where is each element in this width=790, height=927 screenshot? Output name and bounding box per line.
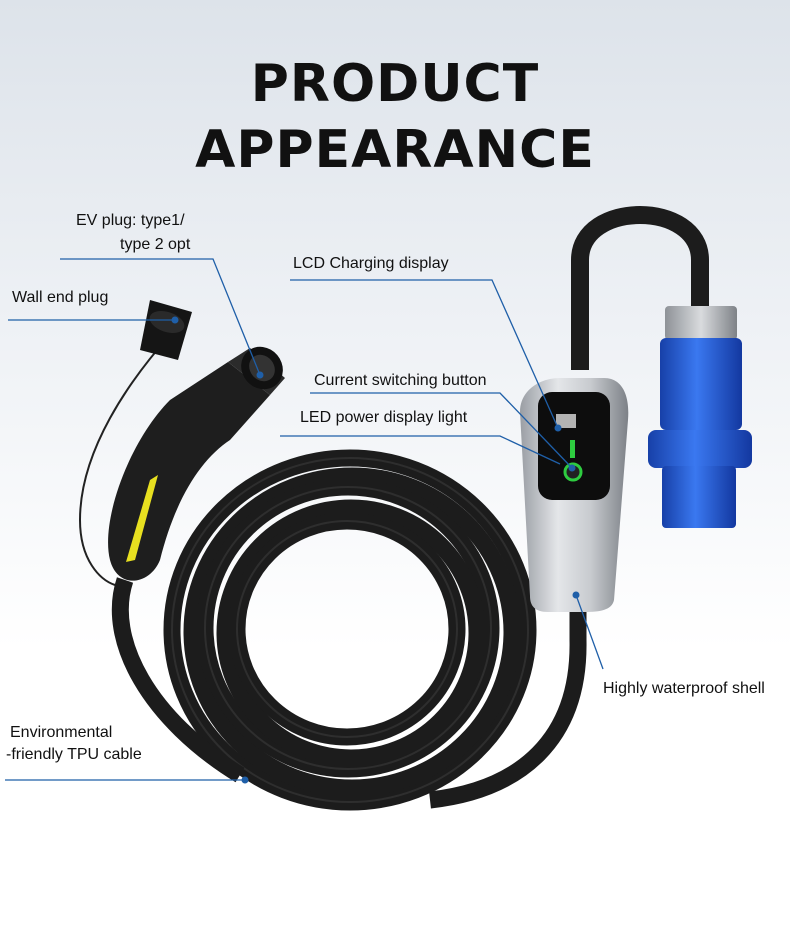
ev-plug-icon [108,346,285,581]
dust-cap-icon [140,300,192,360]
switch-button-label: Current switching button [314,372,487,389]
cable-label-2: -friendly TPU cable [6,746,142,763]
shell-label: Highly waterproof shell [603,680,765,697]
wall-plug-label: Wall end plug [12,289,109,306]
blue-plug-icon [648,306,752,528]
lcd-label: LCD Charging display [293,255,449,272]
control-box [520,378,629,612]
ev-plug-label-1: EV plug: type1/ [76,212,185,229]
cable-label-1: Environmental [10,724,113,741]
title-line-1: PRODUCT [250,54,540,114]
coiled-cable [163,449,537,811]
led-label: LED power display light [300,409,468,426]
title-line-2: APPEARANCE [195,120,595,180]
ev-plug-label-2: type 2 opt [120,236,191,253]
